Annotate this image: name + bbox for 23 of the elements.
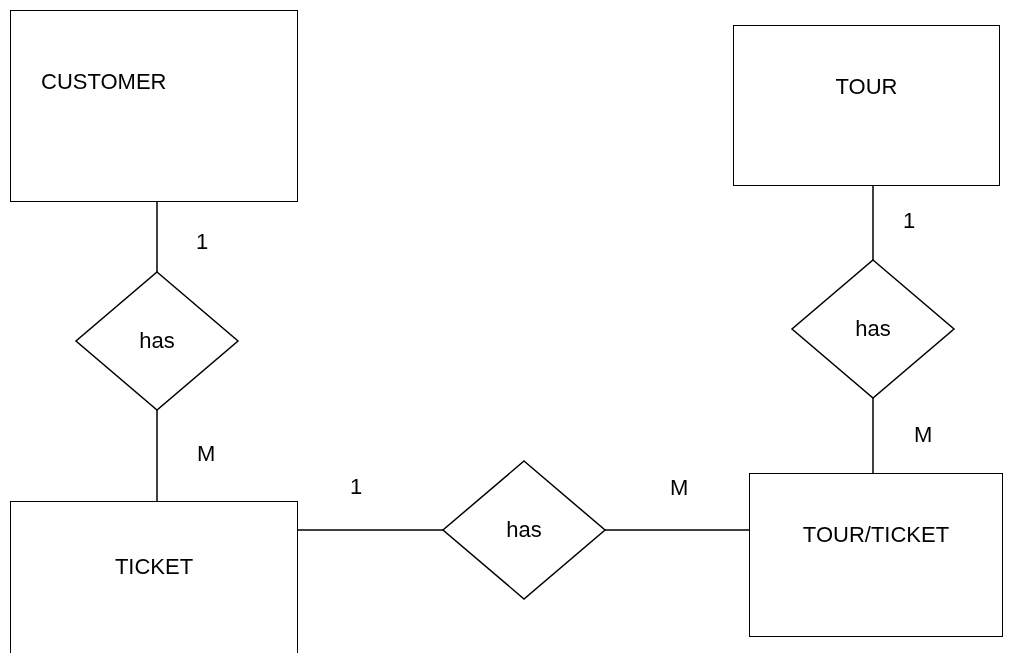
connector-line (156, 201, 158, 273)
node-label: has (855, 316, 891, 342)
entity-box (10, 501, 298, 653)
cardinality-label: 1 (196, 229, 209, 255)
cardinality-label: M (670, 475, 689, 501)
entity-box (733, 25, 1000, 186)
node-label: TOUR (835, 74, 898, 100)
cardinality-label: M (197, 441, 216, 467)
connector-line (156, 409, 158, 502)
entity-box (10, 10, 298, 202)
node-label: TICKET (114, 554, 194, 580)
cardinality-label: M (914, 422, 933, 448)
connector-line (604, 529, 750, 531)
node-label: has (506, 517, 542, 543)
connector-line (872, 397, 874, 474)
node-label: CUSTOMER (41, 69, 167, 95)
cardinality-label: 1 (350, 474, 363, 500)
connector-line (297, 529, 444, 531)
node-label: TOUR/TICKET (802, 522, 950, 548)
cardinality-label: 1 (903, 208, 916, 234)
connector-line (872, 185, 874, 261)
entity-box (749, 473, 1003, 637)
node-label: has (139, 328, 175, 354)
